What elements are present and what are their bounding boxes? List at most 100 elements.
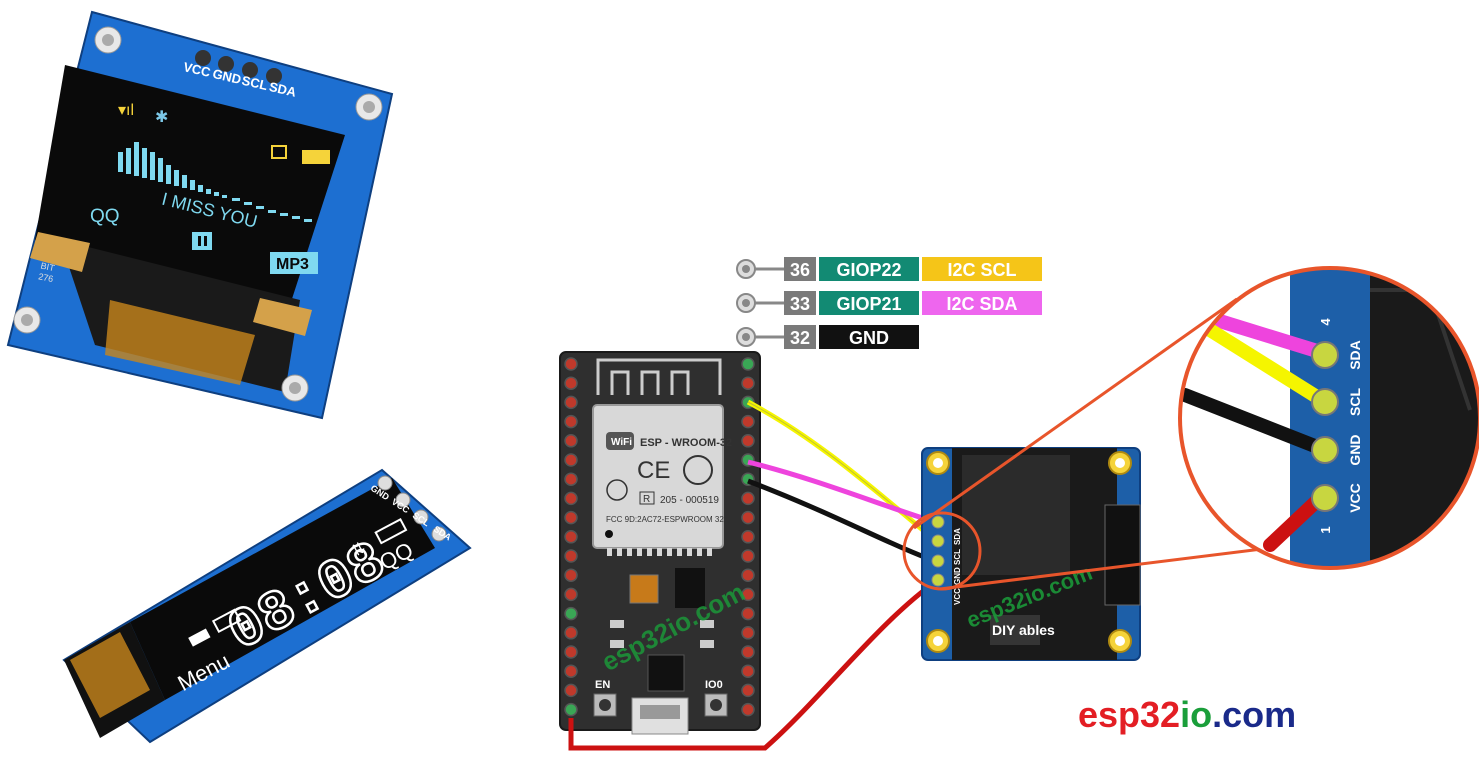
equalizer-bars <box>118 142 312 222</box>
io0-label: IO0 <box>705 679 723 691</box>
oled-large-module: VCC GND SCL SDA ▾ıl ✱ <box>6 10 394 420</box>
header-pin <box>741 357 755 371</box>
diyables-logo: DIY ables <box>992 622 1055 638</box>
zoom-pin-scl: SCL <box>1347 388 1363 416</box>
oled-large-badge: MP3 <box>276 256 309 273</box>
brand-part-2: io <box>1180 694 1212 735</box>
telec-icon <box>606 479 628 501</box>
pin-table: 36 GIOP22 I2C SCL 33 GIOP21 I2C SDA 32 G… <box>736 257 1042 349</box>
wires <box>568 399 940 751</box>
zoom-pin-number-1: 1 <box>1318 526 1333 533</box>
esp32-board: WiFi ESP - WROOM-32 CE R 205 - 000519 FC… <box>559 351 761 735</box>
header-pin <box>564 568 578 582</box>
header-pin <box>741 587 755 602</box>
header-pin <box>564 587 578 602</box>
header-pin <box>564 626 578 640</box>
pcb-marking-2: 276 <box>37 271 54 284</box>
header-pin <box>564 645 578 659</box>
module-castellations <box>607 548 712 556</box>
pin-number: 33 <box>790 294 810 314</box>
header-pin <box>564 434 578 448</box>
pin-function: I2C SDA <box>946 294 1017 314</box>
zoom-circle <box>1178 266 1479 570</box>
header-pin <box>564 357 578 371</box>
header-pin <box>741 568 755 582</box>
header-pin <box>741 510 755 525</box>
pin-function: I2C SCL <box>947 260 1016 280</box>
header-pin <box>564 683 578 698</box>
header-pin <box>564 549 578 563</box>
zoom-pin-vcc: VCC <box>1347 483 1363 513</box>
r-mark: R <box>643 494 650 505</box>
fcc-id: FCC 9D:2AC72-ESPWROOM 32 <box>606 515 724 524</box>
signal-icon: ▾ıl <box>118 102 134 119</box>
signal-icon <box>188 628 211 647</box>
header-pin <box>564 530 578 544</box>
header-pin <box>741 645 755 659</box>
header-pin <box>564 606 578 621</box>
pin-row-sda: 33 GIOP21 I2C SDA <box>736 291 1042 315</box>
header-pin <box>564 376 578 390</box>
header-pin <box>741 606 755 621</box>
oled-bar-module: GND VCC SCL SDA Menu 08:08 QQ ⇅ <box>62 468 472 744</box>
header-pin <box>564 510 578 525</box>
bluetooth-icon: ✱ <box>155 109 168 126</box>
usb-uart-chip <box>647 654 685 692</box>
oled-pin-vcc: VCC <box>953 588 962 605</box>
wifi-logo <box>606 432 634 450</box>
wire-vcc <box>568 577 940 751</box>
oled-module: VCC GND SCL SDA DIY ables esp32io.com <box>921 447 1141 661</box>
voltage-regulator <box>629 574 659 604</box>
header-pin <box>741 683 755 698</box>
wire-sda <box>747 459 936 525</box>
zoom-pin-sda: SDA <box>1347 340 1363 370</box>
header-pin <box>564 664 578 678</box>
battery-icon <box>374 517 408 545</box>
header-pin <box>564 453 578 467</box>
oled-pin-gnd: GND <box>953 567 962 585</box>
oled-large-header-pins <box>195 50 282 84</box>
antenna-trace <box>596 358 722 395</box>
oled-pin-sda: SDA <box>953 528 962 545</box>
wire-gnd <box>747 478 936 564</box>
message-icon <box>211 608 242 634</box>
espressif-icon <box>683 455 713 485</box>
oled-pin-scl: SCL <box>953 549 962 565</box>
wifi-logo-text: WiFi <box>611 437 632 448</box>
oled-large-pin-sda: SDA <box>268 79 299 100</box>
header-pin <box>564 491 578 506</box>
battery-icon <box>302 150 330 164</box>
brand-part-3: .com <box>1212 694 1296 735</box>
oled-module-pins <box>931 515 945 587</box>
pin-gpio: GND <box>849 328 889 348</box>
module-name: ESP - WROOM-32 <box>640 437 732 449</box>
zoom-callout: SDA SCL GND VCC 4 1 esp32io <box>902 266 1479 591</box>
pin-gpio: GIOP22 <box>836 260 901 280</box>
oled-large-pin-gnd: GND <box>211 66 243 87</box>
ce-mark: CE <box>637 457 670 484</box>
header-pin <box>564 414 578 429</box>
oled-large-left-text: QQ <box>90 206 120 227</box>
header-pin <box>564 472 578 486</box>
oled-large-pin-scl: SCL <box>240 73 269 93</box>
header-pin <box>741 434 755 448</box>
pin-row-scl: 36 GIOP22 I2C SCL <box>736 257 1042 281</box>
pause-icon <box>192 232 212 250</box>
header-pin <box>741 376 755 390</box>
pin-row-gnd: 32 GND <box>736 325 919 349</box>
alarm-icon <box>271 145 287 159</box>
header-pin <box>741 549 755 563</box>
header-pin <box>741 664 755 678</box>
mp3-badge <box>270 252 318 274</box>
header-pin <box>564 395 578 410</box>
pin-number: 32 <box>790 328 810 348</box>
regulator-chip <box>675 568 705 608</box>
cert-number: 205 - 000519 <box>660 495 719 506</box>
pcb-marking-1: BIT <box>40 261 56 274</box>
header-pin <box>741 702 755 717</box>
pin-gpio: GIOP21 <box>836 294 901 314</box>
wire-scl <box>746 399 937 542</box>
zoom-pin-number-4: 4 <box>1318 318 1333 326</box>
header-pin <box>741 626 755 640</box>
en-label: EN <box>595 679 610 691</box>
